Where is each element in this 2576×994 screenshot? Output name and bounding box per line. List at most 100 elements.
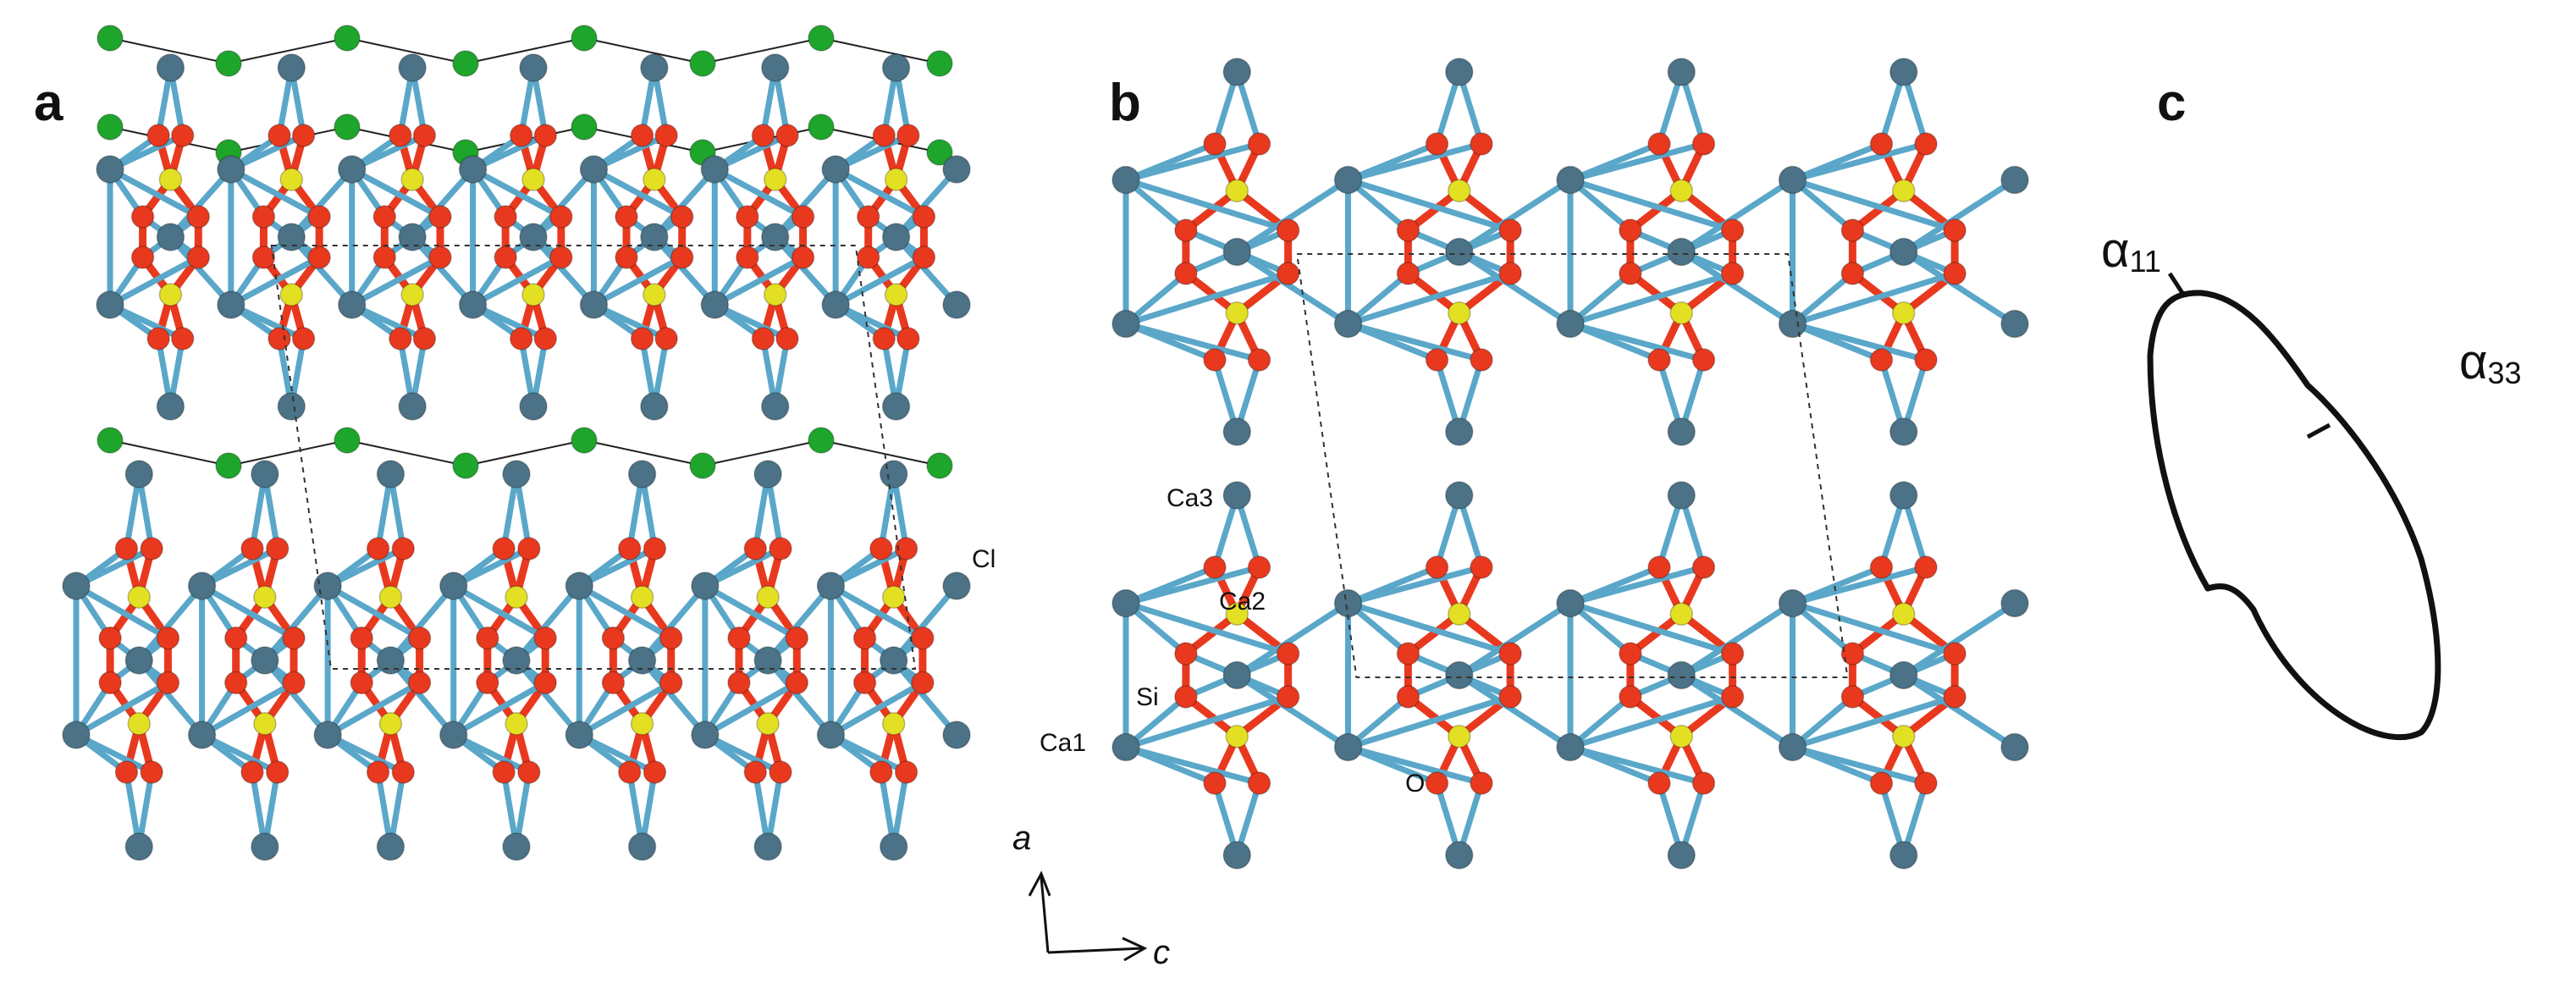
bond — [711, 254, 807, 308]
o-atom — [549, 205, 573, 229]
cl-atom — [97, 25, 124, 52]
o-atom — [146, 327, 170, 351]
si-atom — [881, 585, 906, 609]
bond — [409, 166, 477, 240]
bond — [1233, 177, 1351, 255]
o-atom — [670, 205, 694, 229]
ca-atom — [879, 460, 908, 489]
alpha33-tick — [2306, 422, 2331, 439]
o-atom — [1691, 555, 1716, 579]
bond — [702, 545, 784, 589]
o-atom — [1276, 262, 1300, 285]
ca-atom — [2000, 165, 2029, 195]
o-atom — [751, 124, 775, 147]
ca-atom — [1889, 237, 1918, 267]
ca-atom — [187, 721, 217, 749]
o-atom — [856, 205, 880, 229]
bond — [702, 732, 784, 776]
atom-group — [1111, 58, 2029, 446]
o-atom — [268, 327, 291, 351]
o-atom — [775, 124, 799, 147]
bond — [1678, 600, 1795, 678]
o-atom — [1840, 262, 1865, 285]
si-atom — [253, 585, 277, 609]
ca-atom — [821, 155, 850, 184]
si-atom — [1225, 179, 1249, 202]
cl-atom — [689, 452, 716, 479]
ca-atom — [1333, 588, 1363, 618]
bond — [764, 583, 834, 664]
ca-atom — [502, 832, 531, 861]
o-atom — [251, 246, 276, 269]
ca-atom — [816, 721, 846, 749]
o-atom — [1498, 262, 1522, 285]
si-atom — [884, 283, 908, 306]
axis-arrowhead-vertical-icon — [1028, 870, 1051, 897]
bond — [1567, 321, 1707, 363]
ca-atom — [2000, 732, 2029, 762]
si-atom — [1448, 602, 1471, 626]
bond — [470, 166, 565, 220]
ca-atom — [1556, 588, 1585, 618]
o-atom — [1943, 218, 1966, 242]
ca-atom — [821, 290, 850, 319]
o-atom — [186, 246, 211, 269]
bond — [1345, 744, 1485, 787]
bond — [409, 234, 477, 308]
o-atom — [1619, 642, 1642, 665]
bond — [324, 545, 406, 589]
o-atom — [1276, 218, 1300, 242]
axis-label-a: a — [1012, 820, 1031, 857]
ca-atom — [1889, 660, 1918, 690]
o-atom — [869, 537, 893, 561]
o-atom — [251, 205, 276, 229]
o-atom — [896, 124, 920, 147]
bond — [891, 657, 960, 738]
ca-atom — [519, 223, 548, 251]
bond — [576, 679, 675, 738]
si-atom — [756, 712, 780, 736]
bond — [135, 657, 206, 738]
panel-label-a: a — [34, 74, 63, 132]
cl-bond — [702, 439, 822, 467]
bond — [199, 545, 281, 589]
o-atom — [1498, 218, 1522, 242]
si-atom — [279, 283, 304, 306]
o-atom — [509, 124, 533, 147]
o-atom — [1647, 555, 1671, 579]
o-atom — [391, 537, 416, 561]
o-atom — [223, 626, 248, 650]
o-atom — [350, 626, 374, 650]
o-atom — [223, 671, 248, 695]
ca-atom — [251, 646, 279, 675]
o-atom — [1174, 642, 1198, 665]
o-atom — [630, 124, 654, 147]
ca-atom — [1778, 165, 1807, 195]
bond — [1123, 321, 1262, 363]
ca-atom — [156, 392, 185, 421]
o-atom — [1276, 642, 1300, 665]
o-atom — [1276, 685, 1300, 709]
bond — [1567, 744, 1707, 787]
cl-bond — [109, 439, 229, 467]
o-atom — [98, 671, 122, 695]
ca-atom — [217, 155, 245, 184]
bond — [513, 583, 582, 664]
cl-atom — [926, 139, 953, 166]
ca-atom — [96, 290, 124, 319]
bond — [590, 254, 686, 308]
ca-atom — [1556, 309, 1585, 339]
ca-atom — [1445, 481, 1474, 510]
ca-atom — [376, 646, 405, 675]
ca-atom — [760, 392, 790, 421]
o-atom — [1869, 555, 1894, 579]
si-atom — [1892, 725, 1916, 748]
o-atom — [911, 671, 935, 695]
cl-bond — [583, 37, 703, 64]
o-atom — [492, 537, 516, 561]
bond — [1567, 141, 1707, 183]
atom-label-ca2: Ca2 — [1219, 588, 1266, 616]
ca-atom — [579, 290, 609, 319]
bond — [73, 545, 155, 589]
ca-atom — [398, 392, 427, 421]
